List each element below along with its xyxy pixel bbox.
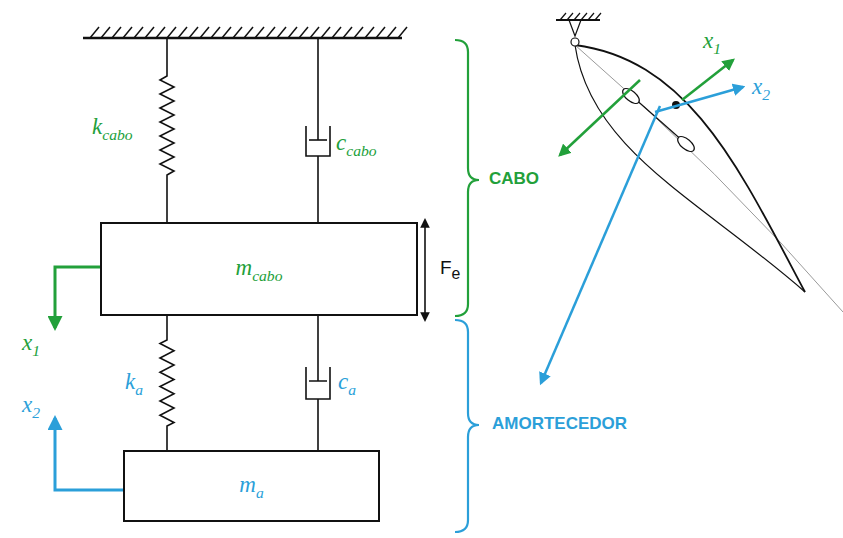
mass-box: ma xyxy=(123,450,380,522)
symbol-label: ccabo xyxy=(336,130,377,159)
subscript: a xyxy=(135,380,143,397)
subscript: a xyxy=(348,380,356,397)
subscript: a xyxy=(256,483,264,500)
subscript: 2 xyxy=(762,86,770,103)
symbol-label: Fe xyxy=(440,258,460,282)
symbol-letter: c xyxy=(338,369,348,394)
mass-label: mcabo xyxy=(236,255,283,284)
symbol-label: ca xyxy=(338,369,356,398)
subscript: 1 xyxy=(713,40,721,57)
symbol-label: x2 xyxy=(22,392,40,421)
subscript: cabo xyxy=(252,266,282,283)
symbol-label: kcabo xyxy=(92,114,133,143)
symbol-letter: m xyxy=(236,255,253,280)
subscript: 2 xyxy=(32,404,40,421)
subscript: cabo xyxy=(346,142,376,159)
symbol-label: x2 xyxy=(752,74,770,103)
group-label: AMORTECEDOR xyxy=(492,415,627,434)
subscript: e xyxy=(452,265,461,282)
cable-illustration xyxy=(541,13,843,383)
symbol-label: ka xyxy=(125,369,143,398)
symbol-letter: x xyxy=(752,74,762,99)
symbol-letter: c xyxy=(336,130,346,155)
subscript: cabo xyxy=(102,126,132,143)
brace xyxy=(455,40,479,532)
symbol-label: x1 xyxy=(22,330,40,359)
ground-hatch xyxy=(83,27,407,38)
symbol-letter: x xyxy=(22,330,32,355)
mass-box: mcabo xyxy=(100,222,418,316)
subscript: 1 xyxy=(32,342,40,359)
symbol-letter: k xyxy=(125,369,135,394)
damper-symbol xyxy=(306,316,330,450)
symbol-label: x1 xyxy=(703,28,721,57)
spring-symbol xyxy=(160,38,174,222)
symbol-letter: x xyxy=(22,392,32,417)
group-label: CABO xyxy=(489,170,539,189)
mass-label: ma xyxy=(239,472,263,501)
symbol-letter: m xyxy=(239,472,256,497)
symbol-letter: F xyxy=(440,257,452,278)
damper-symbol xyxy=(306,38,330,222)
symbol-letter: x xyxy=(703,28,713,53)
force-arrow xyxy=(425,220,426,320)
symbol-letter: k xyxy=(92,114,102,139)
spring-symbol xyxy=(160,316,174,450)
